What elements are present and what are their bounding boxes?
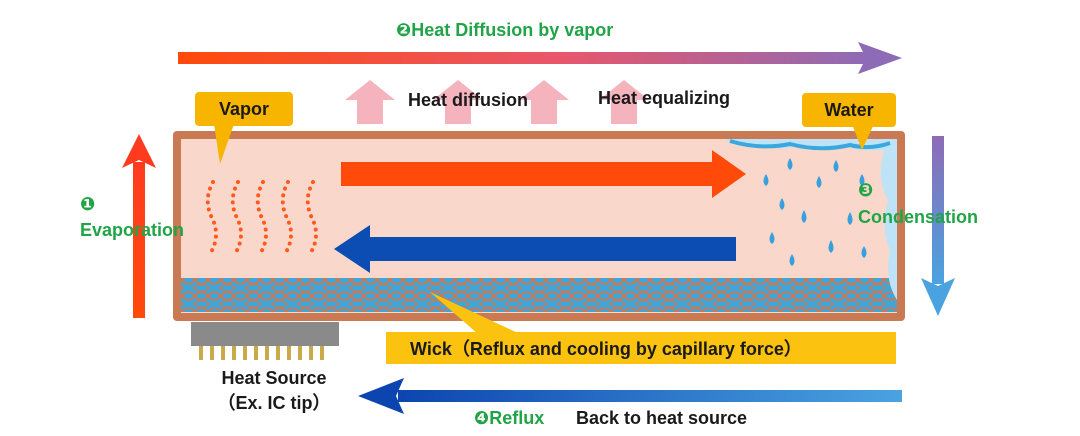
evaporation-label: Evaporation — [80, 220, 185, 240]
heat-equalizing-label: Heat equalizing — [598, 88, 731, 108]
heat-source-pins — [199, 346, 324, 360]
heat-diffusion-top-arrow — [178, 42, 902, 74]
vapor-callout: Vapor — [195, 92, 293, 126]
heat-source-label: Heat Source （Ex. IC tip） — [208, 368, 340, 415]
heat-source-label-line2: （Ex. IC tip） — [217, 393, 331, 413]
heat-up-arrows — [345, 80, 649, 124]
wick-layer — [181, 278, 897, 312]
back-to-heat-source-label: Back to heat source — [576, 408, 748, 428]
vapor-flow-arrow — [341, 150, 746, 198]
evaporation-arrow — [122, 134, 156, 318]
wick-label-box: Wick（Reflux and cooling by capillary for… — [386, 332, 896, 364]
heat-diffusion-label: Heat diffusion — [408, 90, 528, 110]
heat-diffusion-by-vapor-label: ❷Heat Diffusion by vapor — [396, 20, 614, 40]
heat-pipe — [173, 131, 905, 321]
water-callout: Water — [802, 93, 896, 127]
water-callout-pointer — [852, 124, 874, 150]
liquid-return-arrow — [334, 225, 736, 273]
condensation-number: ❸ — [858, 180, 874, 200]
reflux-label: ❹Reflux — [474, 408, 545, 428]
vapor-callout-pointer — [214, 124, 234, 164]
heat-source — [191, 322, 339, 360]
wick-label: Wick（Reflux and cooling by capillary for… — [410, 339, 802, 359]
condensation-arrow — [921, 136, 955, 316]
heat-source-label-line1: Heat Source — [221, 368, 327, 388]
wick-callout-pointer — [430, 292, 520, 334]
water-droplets — [763, 158, 867, 266]
vapor-lines — [205, 180, 318, 256]
reflux-arrow — [358, 378, 902, 414]
condensation-label: Condensation — [858, 207, 978, 227]
evaporation-number: ❶ — [80, 194, 96, 214]
